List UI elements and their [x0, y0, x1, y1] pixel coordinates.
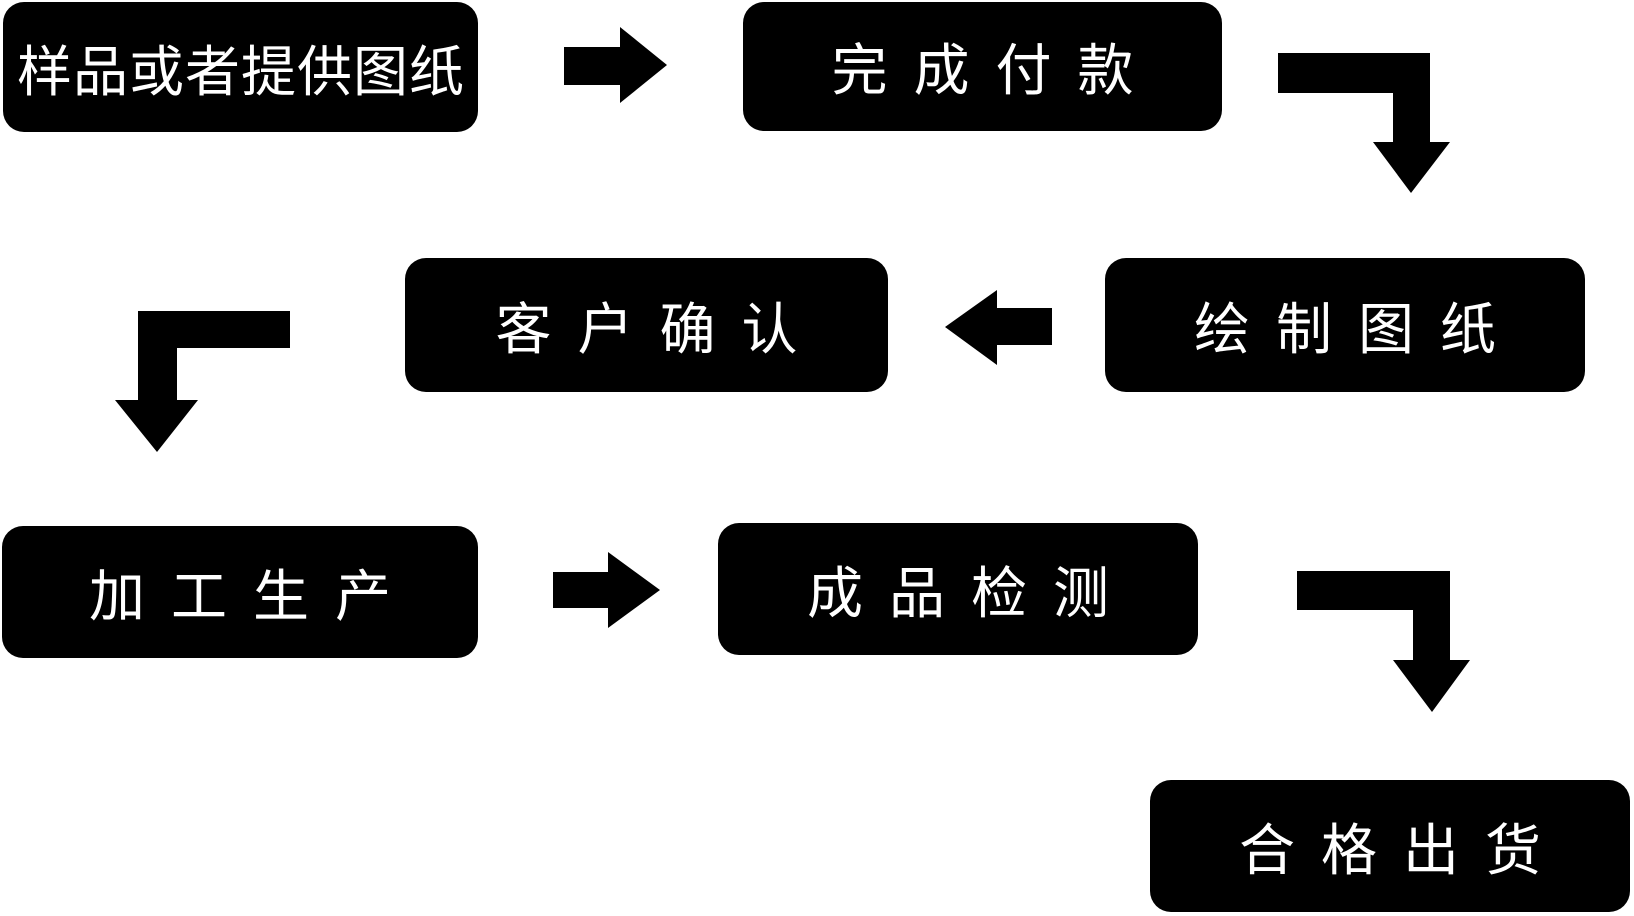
arrow-5-right-icon — [553, 552, 660, 628]
node-qualified-shipment: 合格出货 — [1150, 780, 1630, 912]
arrow-1-right-icon — [564, 27, 667, 103]
node-label: 成品检测 — [807, 561, 1135, 627]
node-processing-production: 加工生产 — [2, 526, 478, 658]
node-label: 完成付款 — [831, 39, 1160, 104]
node-label: 绘制图纸 — [1194, 297, 1522, 363]
arrow-6-elbow-down-icon — [1297, 571, 1470, 712]
node-complete-payment: 完成付款 — [743, 2, 1222, 131]
node-finished-product-inspection: 成品检测 — [718, 523, 1198, 655]
node-label: 样品或者提供图纸 — [16, 40, 465, 104]
node-customer-confirmation: 客户确认 — [405, 258, 888, 392]
node-label: 客户确认 — [495, 297, 824, 363]
arrow-3-left-icon — [945, 290, 1052, 365]
node-sample-or-provide-drawings: 样品或者提供图纸 — [3, 2, 478, 132]
arrow-2-elbow-down-icon — [1278, 53, 1450, 193]
node-label: 加工生产 — [89, 564, 417, 630]
node-draw-drawings: 绘制图纸 — [1105, 258, 1585, 392]
node-label: 合格出货 — [1239, 818, 1567, 884]
arrow-4-elbow-down-icon — [115, 311, 290, 452]
